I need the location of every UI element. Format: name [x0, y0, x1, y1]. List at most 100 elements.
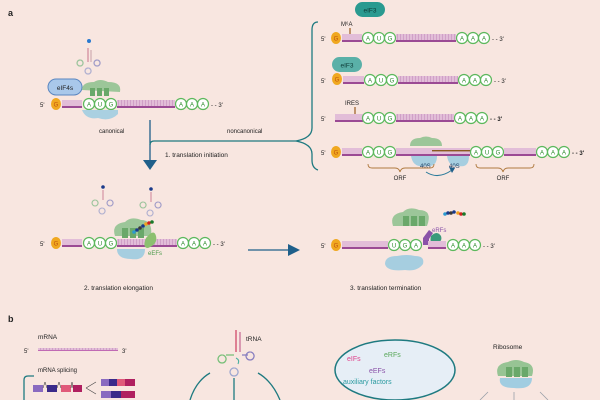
codon-label: U	[485, 151, 489, 157]
factors-ellipse	[334, 339, 456, 400]
polya-tail: A A A	[455, 31, 491, 45]
trna-arrow-right	[257, 372, 281, 400]
erfs-factor-icon	[423, 230, 433, 245]
codon-label: G	[390, 79, 395, 85]
cap-icon	[331, 239, 341, 251]
coding-region	[117, 100, 175, 108]
eif4s-factor	[47, 78, 83, 96]
codon-label: A	[87, 242, 91, 248]
small-subunit-40s-icon	[411, 156, 437, 167]
ribosome-site	[138, 228, 144, 238]
mrna-strand	[428, 247, 446, 249]
pre-mrna-exons-icon	[33, 381, 82, 392]
trna-icon	[217, 330, 255, 377]
codon-group-elongation: A U G	[82, 236, 118, 250]
cap-icon	[51, 237, 61, 249]
trna-arrow-left	[189, 372, 211, 400]
cap-label: G	[334, 37, 339, 43]
orf-brace-icon	[367, 163, 435, 173]
utr-segment	[342, 148, 362, 156]
orf-brace-icon	[475, 163, 535, 173]
cap-icon	[331, 146, 341, 158]
codon-group-canonical: A U G	[82, 97, 118, 111]
connector-line	[149, 140, 296, 146]
codon-label: A	[368, 79, 372, 85]
large-subunit-icon	[410, 136, 442, 146]
eif3-factor	[355, 2, 385, 17]
codon-label: A	[366, 37, 370, 43]
codon-label: A	[366, 151, 370, 157]
eefs-label: eEFs	[148, 251, 162, 257]
peptide-chain-icon	[132, 220, 154, 234]
codon-label: G	[388, 37, 393, 43]
three-prime-label: - - 3'	[490, 117, 503, 123]
ribosome-site	[419, 216, 425, 226]
ribosome-site	[403, 216, 409, 226]
mrna-strand	[117, 106, 175, 108]
panel-b-label: b	[8, 314, 14, 324]
cap-label: G	[334, 151, 339, 157]
cap-icon	[51, 98, 61, 110]
polya-label: A	[473, 244, 477, 250]
erfs-label: eRFs	[384, 352, 401, 359]
utr-segment	[62, 239, 82, 247]
codon-label: U	[392, 244, 396, 250]
three-prime-label: 3'	[122, 349, 126, 355]
mrna-strand	[504, 154, 536, 156]
polya-label: A	[451, 244, 455, 250]
mrna-strand	[343, 82, 364, 84]
ribosome-site	[514, 367, 520, 377]
codon-label: U	[377, 37, 381, 43]
eif3-factor	[332, 57, 362, 72]
codon-label: U	[377, 151, 381, 157]
coding-region	[428, 241, 446, 249]
polya-tail: A A A	[535, 145, 571, 159]
polya-label: A	[462, 244, 466, 250]
codon-label: A	[87, 103, 91, 109]
polya-label: A	[540, 151, 544, 157]
utr-segment	[342, 34, 362, 42]
coding-region	[396, 34, 456, 42]
codon-label: U	[98, 242, 102, 248]
mrna-strand	[342, 247, 388, 249]
eefs-factor-icon	[144, 232, 157, 248]
coding-region	[504, 148, 536, 156]
codon-label: A	[366, 117, 370, 123]
polya-tail: A A A	[457, 73, 493, 87]
subunit-40s-label: 40S	[449, 164, 460, 170]
cap-label: G	[54, 103, 59, 109]
mrna-strand-icon	[38, 348, 118, 351]
down-arrow-icon	[143, 160, 157, 170]
polya-label: A	[462, 79, 466, 85]
polya-label: A	[181, 242, 185, 248]
polya-label: A	[480, 117, 484, 123]
ribosome-site	[522, 367, 528, 377]
ribosome-site	[97, 88, 102, 96]
polya-label: A	[484, 79, 488, 85]
codon-label: G	[109, 103, 114, 109]
codon-label: G	[496, 151, 501, 157]
codon-group: A U G	[361, 31, 397, 45]
codon-label: U	[377, 117, 381, 123]
three-prime-label: - - 3'	[211, 103, 223, 109]
codon-label: U	[98, 103, 102, 109]
utr-segment	[343, 76, 364, 84]
coding-region	[398, 76, 458, 84]
canonical-trna-icon	[76, 39, 101, 75]
subunit-40s-label: 40S	[420, 164, 431, 170]
coding-region	[342, 241, 388, 249]
eif3-label: eIF3	[363, 8, 376, 15]
three-prime-label: - - 3'	[213, 242, 225, 248]
ribosome-site	[411, 216, 417, 226]
cap-label: G	[54, 242, 59, 248]
mrna-strand	[396, 154, 470, 156]
codon-label: G	[388, 151, 393, 157]
five-prime-label: 5'	[321, 79, 325, 85]
polya-tail: A A A	[453, 111, 489, 125]
codon-group: A U G	[361, 111, 397, 125]
three-prime-label: - - 3'	[572, 151, 585, 157]
mrna-strand	[335, 120, 363, 122]
polya-label: A	[460, 37, 464, 43]
